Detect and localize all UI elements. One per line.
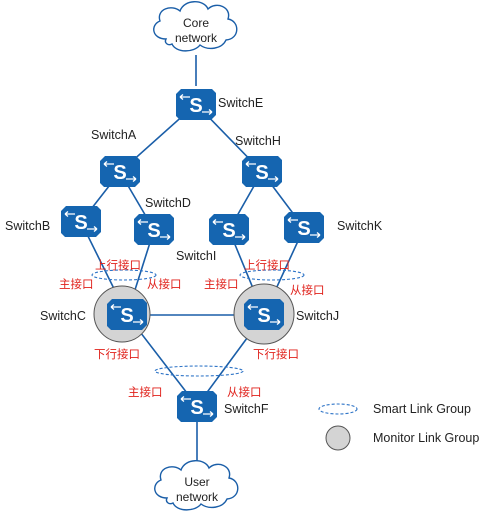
switch-icon-e: [175, 88, 217, 121]
legend: Smart Link Group Monitor Link Group: [318, 402, 479, 451]
smart-link-ellipse-bottom: [154, 365, 244, 377]
port-label-slave-bottom: 从接口: [227, 385, 262, 399]
core-network-label-line2: network: [175, 31, 218, 45]
switch-icon-c: [106, 298, 148, 331]
switch-d-label: SwitchD: [145, 196, 191, 210]
switch-icon-a: [99, 155, 141, 188]
port-label-uplink-left: 上行接口: [95, 258, 141, 272]
switch-f-label: SwitchF: [224, 402, 269, 416]
switch-icon-i: [208, 213, 250, 246]
core-network-cloud: Core network: [153, 1, 238, 52]
switch-h-label: SwitchH: [235, 134, 281, 148]
port-label-slave-left: 从接口: [147, 277, 182, 291]
user-network-cloud: User network: [154, 460, 239, 511]
port-label-slave-right: 从接口: [290, 283, 325, 297]
switch-e-label: SwitchE: [218, 96, 263, 110]
switch-icon-d: [133, 213, 175, 246]
switch-icon-f: [176, 390, 218, 423]
switch-icon-h: [241, 155, 283, 188]
smart-link-ellipse-right: [239, 269, 305, 281]
user-network-label-line1: User: [184, 475, 209, 489]
port-label-uplink-right: 上行接口: [244, 258, 290, 272]
core-network-label-line1: Core: [183, 16, 209, 30]
switch-b-label: SwitchB: [5, 219, 50, 233]
switch-j-label: SwitchJ: [296, 309, 339, 323]
switch-c-label: SwitchC: [40, 309, 86, 323]
switch-icon-b: [60, 205, 102, 238]
port-label-downlink-left: 下行接口: [94, 347, 140, 361]
switch-k-label: SwitchK: [337, 219, 383, 233]
switch-i-label: SwitchI: [176, 249, 216, 263]
port-label-master-bottom: 主接口: [128, 385, 163, 399]
dashed-ellipse-icon: [318, 403, 358, 415]
port-label-downlink-right: 下行接口: [253, 347, 299, 361]
port-label-master-left: 主接口: [59, 277, 94, 291]
switch-icon-j: [243, 298, 285, 331]
user-network-label-line2: network: [176, 490, 219, 504]
port-label-master-right: 主接口: [204, 277, 239, 291]
legend-monitor-link-label: Monitor Link Group: [373, 431, 479, 445]
switch-a-label: SwitchA: [91, 128, 137, 142]
gray-circle-icon: [325, 425, 351, 451]
legend-smart-link-label: Smart Link Group: [373, 402, 471, 416]
switch-icon-k: [283, 211, 325, 244]
smart-link-ellipse-left: [91, 269, 157, 281]
